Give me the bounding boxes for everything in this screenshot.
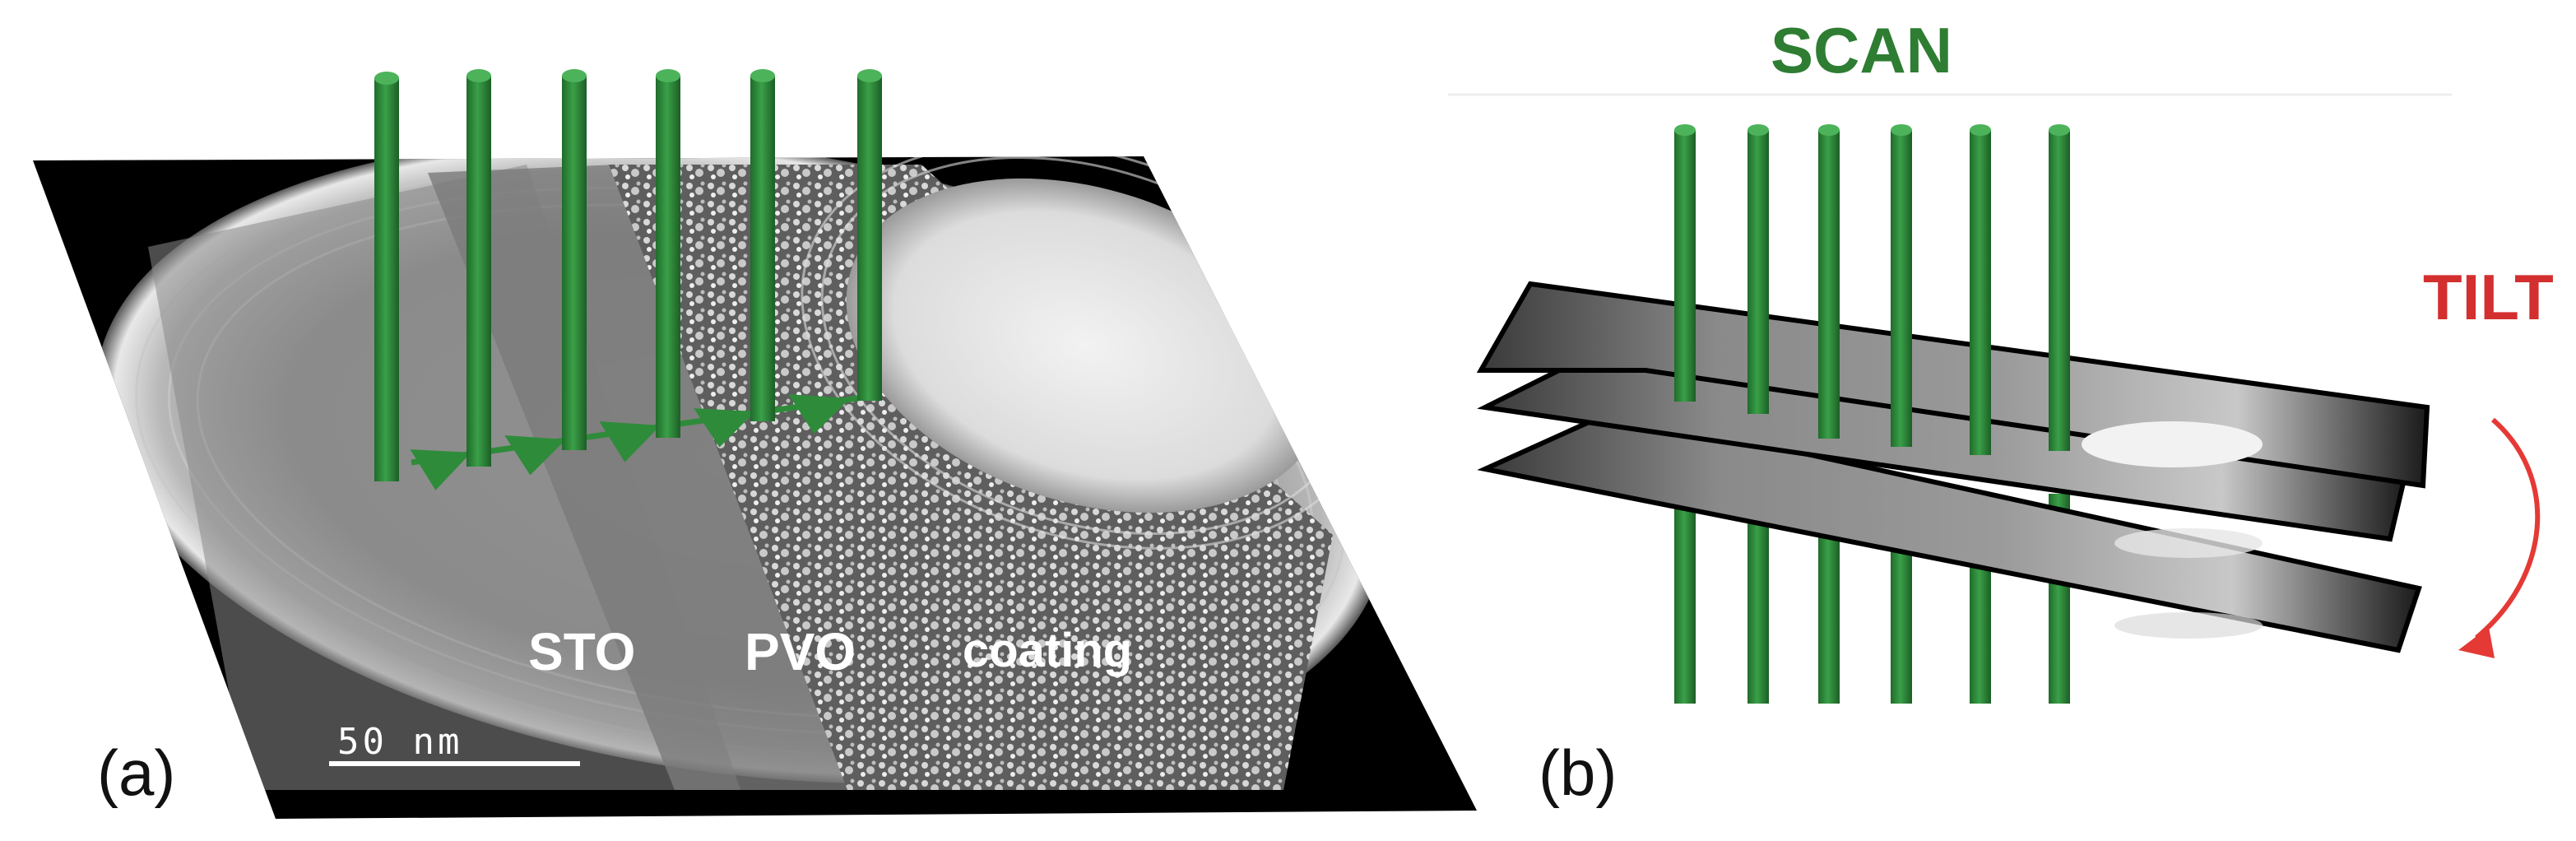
probe-column-icon	[1970, 124, 1991, 455]
tilt-label: TILT	[2423, 261, 2554, 333]
scan-arrow-icon	[504, 435, 566, 476]
region-label-pvo: PVO	[745, 622, 856, 681]
probe-column-icon	[1818, 124, 1840, 439]
probe-column-icon	[374, 72, 399, 481]
scale-bar-label: 50 nm	[337, 721, 463, 763]
scan-arrow-icon	[599, 421, 661, 462]
panel-b	[1448, 93, 2541, 704]
probe-column-icon	[1748, 124, 1769, 414]
scan-arrow-icon	[788, 394, 850, 434]
probe-column-icon	[750, 69, 775, 421]
scan-arrow-icon	[410, 449, 471, 490]
pvo-region	[428, 165, 856, 790]
probe-column-icon	[2049, 124, 2070, 451]
region-label-coating: coating	[963, 624, 1133, 677]
scale-bar	[329, 761, 580, 766]
region-label-sto: STO	[528, 622, 636, 681]
probe-column-icon	[1674, 124, 1696, 402]
probe-column-icon	[562, 69, 587, 450]
panel-label-a: (a)	[97, 736, 176, 809]
tilt-arrow-icon	[2458, 417, 2541, 658]
tilted-slice	[1477, 408, 2422, 653]
coating-region	[609, 165, 1333, 790]
probe-column-icon	[656, 69, 680, 438]
panel-a	[33, 69, 1477, 819]
probe-column-icon	[857, 69, 882, 401]
scan-arrow-icon	[694, 408, 756, 448]
scan-label: SCAN	[1771, 14, 1953, 86]
probe-column-icon	[1891, 124, 1912, 447]
probe-rods-b-upper	[1674, 124, 2070, 455]
probe-rods-a	[374, 69, 882, 481]
panel-label-b: (b)	[1539, 736, 1618, 809]
tilt-series	[1476, 281, 2430, 653]
probe-column-icon	[466, 69, 491, 467]
